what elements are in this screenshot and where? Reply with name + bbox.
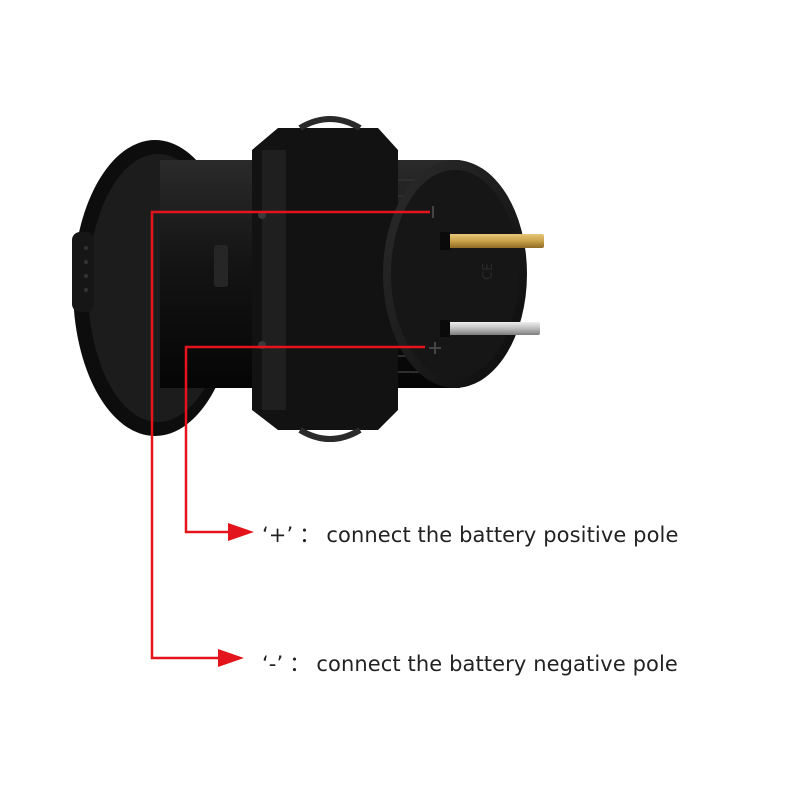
polarity-marks (429, 206, 441, 354)
locking-nut (214, 116, 398, 442)
negative-arrowhead (218, 649, 244, 667)
positive-separator: ： (299, 523, 321, 547)
positive-symbol: ‘+’ (262, 523, 294, 547)
negative-separator: ： (289, 652, 311, 676)
positive-leader-line (184, 345, 425, 534)
positive-arrowhead (228, 523, 254, 541)
negative-pole-label: ‘-’：connect the battery negative pole (262, 648, 678, 678)
negative-leader-line (150, 210, 430, 660)
negative-terminal (440, 232, 544, 250)
positive-description: connect the battery positive pole (326, 523, 679, 547)
svg-text:CE: CE (481, 263, 496, 280)
negative-symbol: ‘-’ (262, 652, 284, 676)
negative-description: connect the battery negative pole (316, 652, 678, 676)
positive-pole-label: ‘+’：connect the battery positive pole (262, 519, 679, 549)
rear-cap: CE (383, 160, 527, 388)
positive-terminal (440, 320, 540, 337)
